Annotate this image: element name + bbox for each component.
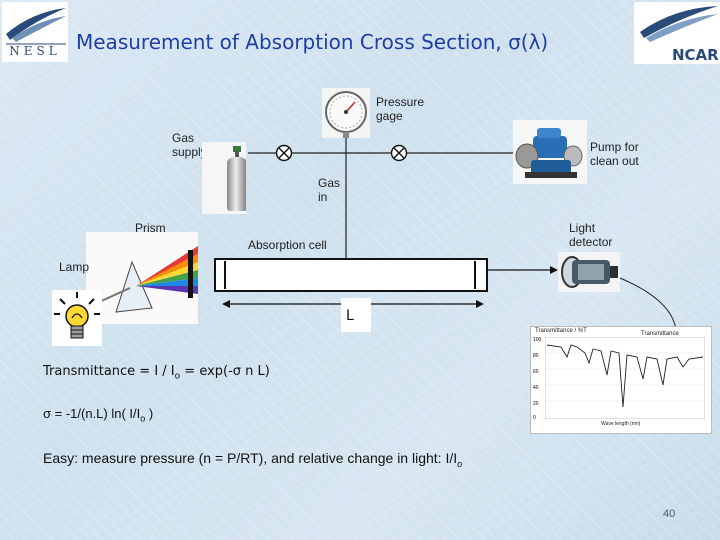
- absorption-cell-label: Absorption cell: [248, 238, 327, 252]
- easy-text: Easy: measure pressure (n = P/RT), and r…: [43, 450, 458, 466]
- transmittance-text-a: Transmittance = I / I: [43, 364, 175, 379]
- cell-window-left: [224, 261, 226, 289]
- valve-icon: [390, 144, 408, 162]
- spectrum-trace: [545, 337, 705, 419]
- y-tick: 60: [533, 369, 539, 375]
- sigma-text-a: σ = -1/(n.L) ln( I/I: [43, 406, 141, 421]
- sigma-equation: σ = -1/(n.L) ln( I/Io ): [43, 406, 153, 424]
- pressure-gage-icon: [322, 88, 370, 138]
- path-length-text: L: [346, 308, 354, 324]
- vacuum-pump-image: [513, 120, 587, 184]
- lamp-image: [52, 290, 102, 346]
- pressure-gage-label: Pressure gage: [376, 95, 425, 123]
- gas-cylinder-image: [202, 142, 247, 214]
- gas-cylinder-icon: [202, 142, 247, 214]
- page-number: 40: [663, 508, 676, 520]
- absorption-cell: [214, 258, 488, 292]
- ncar-logo-graphic: [634, 2, 720, 64]
- prism-spectrum-image: [85, 232, 198, 324]
- valve-icon: [275, 144, 293, 162]
- easy-note: Easy: measure pressure (n = P/RT), and r…: [43, 450, 462, 469]
- slit-plate: [188, 250, 193, 298]
- prism-icon: [85, 232, 198, 324]
- nesl-logo: NESL: [2, 2, 68, 62]
- spectrum-x-label: Wave length (nm): [601, 421, 641, 427]
- ncar-logo-text: NCAR: [672, 46, 719, 64]
- lamp-label: Lamp: [59, 260, 90, 274]
- spectrum-y-ticks: 100 80 60 40 20 0: [533, 337, 543, 421]
- light-bulb-icon: [54, 292, 100, 339]
- light-detector-label: Light detector: [569, 221, 613, 249]
- pressure-gage-image: [322, 88, 370, 138]
- easy-sub: o: [457, 458, 463, 469]
- light-detector-icon: [558, 252, 620, 292]
- nesl-logo-graphic: [2, 2, 68, 62]
- slide-title: Measurement of Absorption Cross Section,…: [76, 30, 549, 54]
- transmittance-equation: Transmittance = I / Io = exp(-σ n L): [43, 364, 270, 382]
- spectrum-plot-legend: Transmittance: [641, 331, 679, 337]
- cell-window-right: [474, 261, 476, 289]
- sigma-text-b: ): [145, 406, 154, 421]
- y-tick: 80: [533, 353, 539, 359]
- spectrum-plot-title: Transmittance / %T: [535, 328, 587, 334]
- y-tick: 0: [533, 415, 536, 421]
- y-tick: 40: [533, 385, 539, 391]
- y-tick: 100: [533, 337, 542, 343]
- gas-in-label: Gas in: [318, 176, 341, 204]
- sigma-sub: o: [140, 413, 146, 424]
- vacuum-pump-icon: [513, 120, 587, 184]
- transmittance-sub: o: [174, 371, 181, 382]
- prism-label: Prism: [135, 221, 166, 235]
- ncar-logo: NCAR: [634, 2, 720, 64]
- light-detector-image: [558, 252, 620, 292]
- transmittance-text-b: = exp(-σ n L): [180, 364, 270, 379]
- path-length-label: [341, 298, 371, 332]
- nesl-logo-text: NESL: [9, 44, 61, 58]
- y-tick: 20: [533, 401, 539, 407]
- spectrum-plot: Transmittance / %T Transmittance 100 80 …: [530, 326, 712, 434]
- pump-label: Pump for clean out: [590, 140, 639, 168]
- gas-supply-label: Gas supply: [172, 131, 207, 159]
